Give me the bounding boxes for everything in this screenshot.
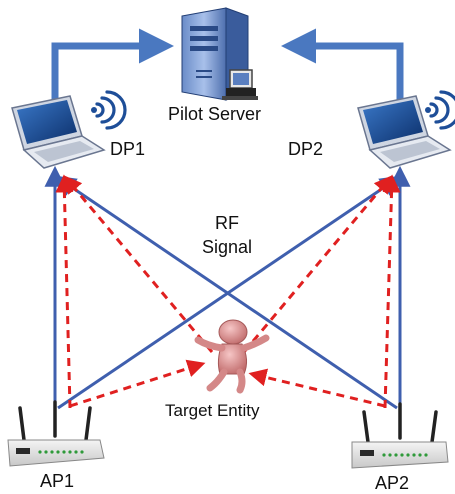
pilot-server-label: Pilot Server	[168, 104, 262, 124]
laptop-dp2-icon	[357, 95, 452, 169]
signal-ap2-to-dp1	[54, 175, 398, 410]
rf-target-to-dp2	[242, 175, 393, 353]
rf-ap2-to-target	[248, 368, 386, 408]
laptop-dp1-icon	[11, 95, 106, 169]
uplink-dp1-to-server	[51, 28, 174, 112]
rf-target-to-dp1	[63, 175, 214, 353]
rf-ap1-to-target	[69, 359, 206, 408]
router-ap1-icon	[7, 400, 105, 467]
dp2-label: DP2	[288, 139, 324, 159]
rf-signal-label-line2: Signal	[201, 237, 253, 257]
router-ap2-icon	[351, 402, 449, 469]
rf-ap2-to-dp2	[382, 174, 401, 409]
rf-ap1-to-dp1	[55, 174, 74, 409]
wifi-dp2-icon	[425, 90, 455, 130]
target-entity-label: Target Entity	[165, 401, 260, 420]
wifi-dp1-icon	[91, 90, 127, 130]
ap1-label: AP1	[40, 471, 75, 491]
ap2-label: AP2	[375, 473, 410, 493]
dp1-label: DP1	[110, 139, 146, 159]
target-entity-figure	[194, 319, 270, 394]
uplink-dp2-to-server	[281, 28, 404, 112]
rf-signal-label-line1: RF	[215, 213, 239, 233]
server-icon	[181, 7, 258, 101]
